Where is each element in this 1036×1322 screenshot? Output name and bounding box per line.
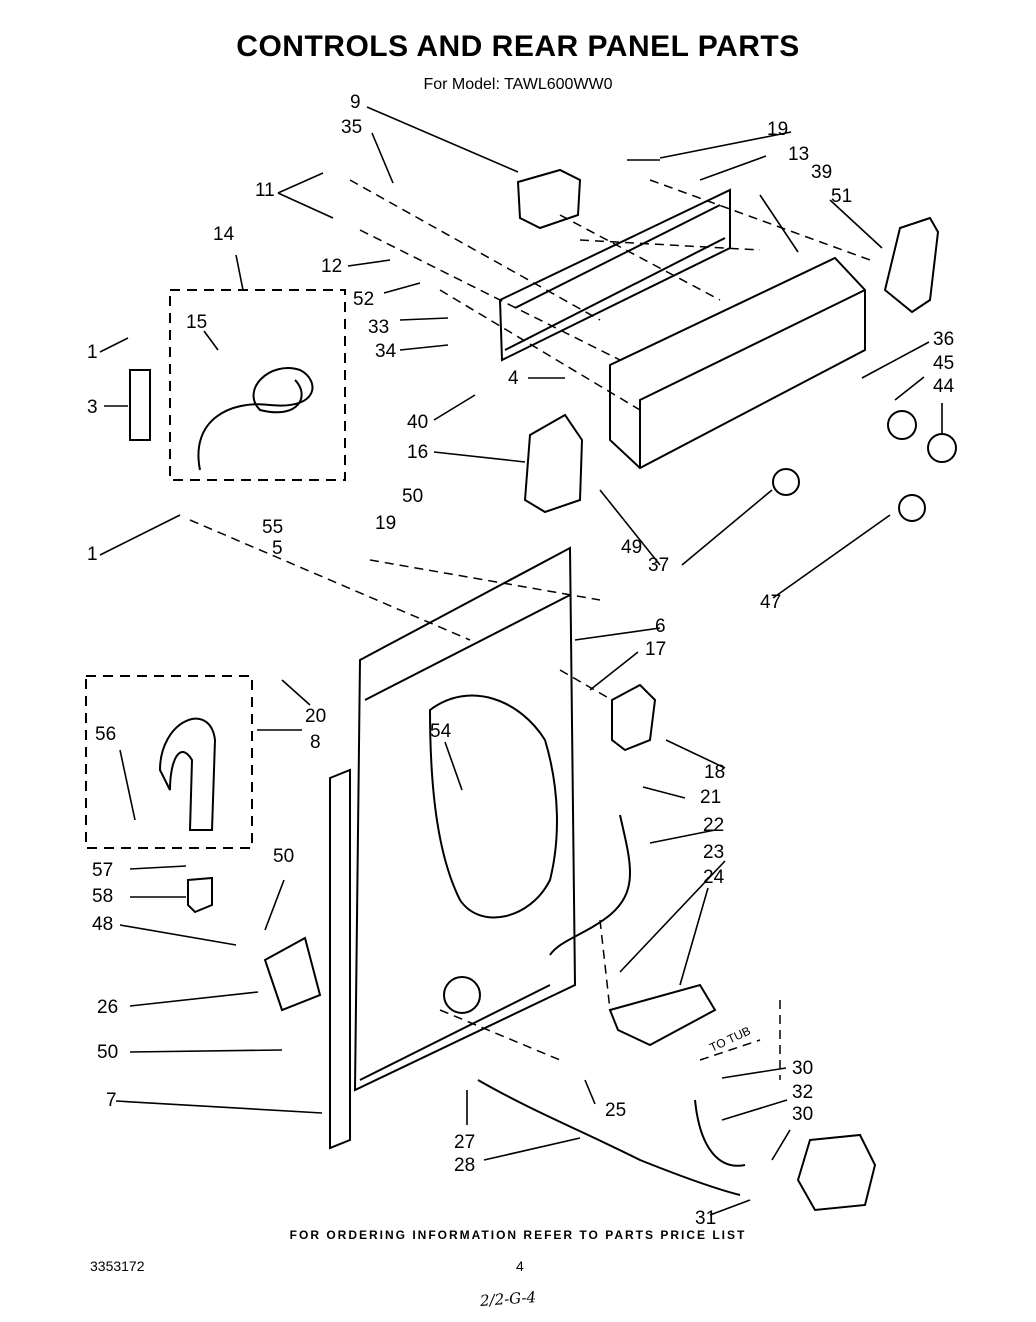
pump (796, 1133, 877, 1212)
callout-54: 54 (430, 721, 452, 742)
side-trim (329, 768, 351, 1150)
end-cap (883, 216, 940, 314)
callout-15: 15 (186, 312, 207, 333)
callout-57: 57 (92, 860, 113, 881)
callout-50c: 50 (97, 1042, 118, 1063)
drain-hose-group-box (85, 675, 253, 849)
knob-45 (887, 410, 917, 440)
pump-outlet (443, 976, 481, 1014)
callout-27: 27 (454, 1132, 475, 1153)
callout-1a: 1 (87, 342, 98, 363)
callout-23: 23 (703, 842, 724, 863)
document-number: 3353172 (90, 1258, 145, 1274)
callout-19a: 19 (767, 119, 788, 140)
ordering-note: FOR ORDERING INFORMATION REFER TO PARTS … (289, 1228, 747, 1242)
callout-24: 24 (703, 867, 725, 888)
fitting (129, 369, 151, 441)
sealing-gasket (428, 694, 558, 919)
callout-49: 49 (621, 537, 642, 558)
callout-51: 51 (831, 186, 852, 207)
drain-hose (158, 717, 217, 831)
callout-31: 31 (695, 1208, 716, 1229)
callout-44: 44 (933, 376, 955, 397)
callout-48: 48 (92, 914, 113, 935)
callout-5: 5 (272, 538, 283, 559)
callout-12: 12 (321, 256, 342, 277)
callout-25: 25 (605, 1100, 626, 1121)
timer (516, 168, 582, 230)
left-end-cap (523, 413, 584, 514)
page-title: CONTROLS AND REAR PANEL PARTS (236, 30, 800, 63)
hose-connector (187, 876, 213, 914)
fill-hose (549, 814, 631, 956)
callout-35: 35 (341, 117, 362, 138)
callout-4: 4 (508, 368, 519, 389)
callout-50a: 50 (402, 486, 423, 507)
callout-56: 56 (95, 724, 116, 745)
callout-52: 52 (353, 289, 374, 310)
page-number: 4 (516, 1258, 524, 1274)
callout-9: 9 (350, 92, 361, 113)
tub-hose (694, 1099, 746, 1167)
power-cord (197, 367, 314, 471)
callout-30a: 30 (792, 1058, 813, 1079)
callout-36: 36 (933, 329, 954, 350)
power-cord-group-box (169, 289, 346, 481)
callout-34: 34 (375, 341, 397, 362)
callout-26: 26 (97, 997, 118, 1018)
knob-37 (772, 468, 800, 496)
knob-47 (898, 494, 926, 522)
leader (99, 106, 943, 1216)
callout-13: 13 (788, 144, 809, 165)
callout-58: 58 (92, 886, 113, 907)
callout-37: 37 (648, 555, 669, 576)
rear-panel (353, 546, 577, 1092)
callout-18: 18 (704, 762, 725, 783)
callout-14: 14 (213, 224, 235, 245)
assembly-line (189, 179, 871, 1080)
callout-21: 21 (700, 787, 721, 808)
callout-11: 11 (255, 180, 275, 201)
callout-33: 33 (368, 317, 389, 338)
water-valve (611, 683, 657, 752)
callout-19b: 19 (375, 513, 396, 534)
callout-3: 3 (87, 397, 98, 418)
callout-16: 16 (407, 442, 428, 463)
drain-fitting (608, 983, 717, 1047)
callout-47: 47 (760, 592, 781, 613)
callout-30b: 30 (792, 1104, 813, 1125)
callout-55: 55 (262, 517, 283, 538)
callout-20: 20 (305, 706, 326, 727)
callout-7: 7 (106, 1090, 117, 1111)
callout-28: 28 (454, 1155, 475, 1176)
callout-22: 22 (703, 815, 724, 836)
drain-bracket (263, 936, 322, 1012)
callout-39: 39 (811, 162, 832, 183)
pump-hose (477, 1079, 741, 1196)
knob-44 (927, 433, 957, 463)
model-subtitle: For Model: TAWL600WW0 (423, 76, 613, 93)
callout-32: 32 (792, 1082, 813, 1103)
console-panel (609, 256, 866, 470)
callout-6: 6 (655, 616, 666, 637)
callout-45: 45 (933, 353, 954, 374)
callout-17: 17 (645, 639, 666, 660)
callout-1b: 1 (87, 544, 98, 565)
control-bracket (498, 188, 731, 362)
callout-8: 8 (310, 732, 321, 753)
callout-40: 40 (407, 412, 428, 433)
callout-50b: 50 (273, 846, 294, 867)
